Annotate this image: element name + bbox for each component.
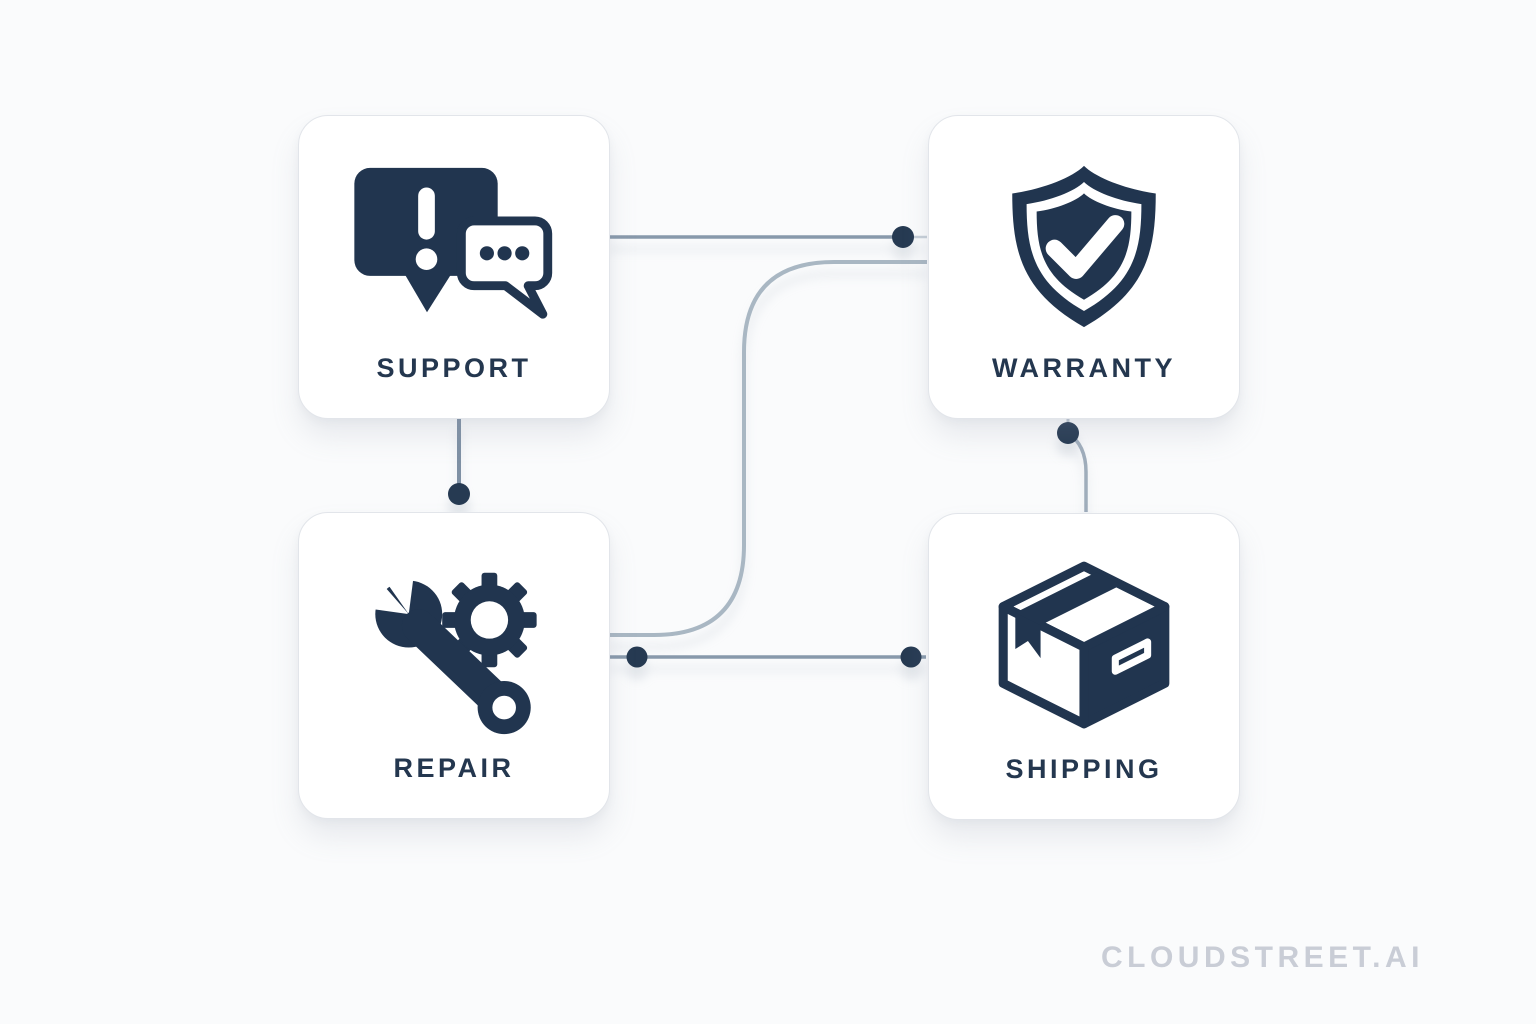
connector-dot	[626, 646, 648, 668]
card-label-warranty: WARRANTY	[992, 353, 1176, 383]
package-box-icon	[929, 560, 1239, 732]
card-label-shipping: SHIPPING	[1005, 754, 1163, 784]
connector-dot	[1057, 422, 1079, 444]
card-shipping[interactable]: SHIPPING	[928, 513, 1240, 820]
card-repair[interactable]: REPAIR	[298, 512, 610, 819]
chat-alert-icon	[299, 162, 609, 324]
card-label-repair: REPAIR	[393, 753, 515, 783]
connector-warranty-shipping	[1057, 418, 1088, 512]
connector-dot	[892, 226, 914, 248]
shield-check-icon	[929, 162, 1239, 334]
card-label-support: SUPPORT	[376, 353, 532, 383]
connector-support-repair	[448, 416, 470, 505]
card-warranty[interactable]: WARRANTY	[928, 115, 1240, 419]
card-support[interactable]: SUPPORT	[298, 115, 610, 419]
connector-support-warranty	[608, 226, 927, 248]
connector-repair-shipping	[610, 646, 926, 668]
wrench-gear-icon	[299, 559, 609, 741]
connector-dot	[900, 646, 922, 668]
connector-warranty-repair	[609, 260, 927, 637]
connector-dot	[448, 483, 470, 505]
watermark-text: CLOUDSTREET.AI	[1100, 941, 1424, 974]
